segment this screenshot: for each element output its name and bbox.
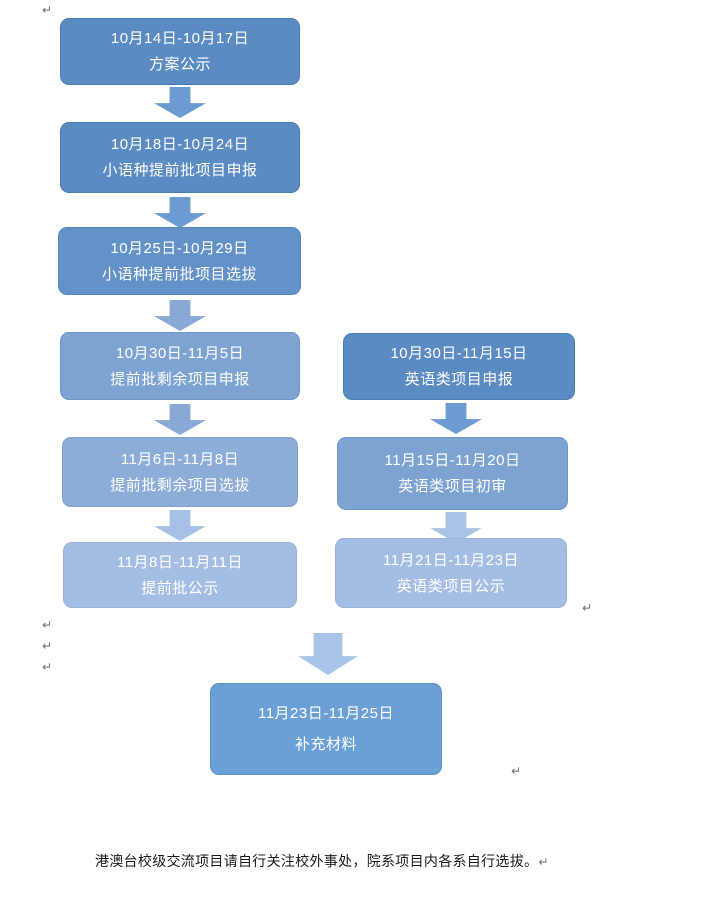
- down-arrow-icon: [154, 300, 206, 331]
- flow-step-supplementary-materials: 11月23日-11月25日 补充材料: [210, 683, 442, 775]
- step-label: 小语种提前批项目申报: [102, 162, 258, 179]
- step-label: 小语种提前批项目选拔: [101, 265, 257, 283]
- down-arrow-icon: [154, 87, 206, 118]
- down-arrow-icon: [154, 197, 206, 228]
- step-label: 方案公示: [148, 56, 211, 73]
- step-label: 英语类项目申报: [404, 371, 514, 388]
- step-date: 11月15日-11月20日: [384, 452, 521, 469]
- paragraph-mark-icon: ↵: [582, 601, 593, 615]
- step-date: 10月18日-10月24日: [110, 136, 250, 153]
- step-date: 10月30日-11月15日: [390, 345, 528, 362]
- flow-step-early-remaining-select: 11月6日-11月8日 提前批剩余项目选拔: [62, 437, 298, 507]
- step-date: 11月6日-11月8日: [120, 450, 240, 468]
- down-arrow-icon: [430, 403, 482, 434]
- down-arrow-icon: [154, 510, 206, 541]
- step-date: 10月14日-10月17日: [110, 30, 250, 47]
- flow-step-minor-language-select: 10月25日-10月29日 小语种提前批项目选拔: [58, 227, 301, 295]
- paragraph-mark-icon: ↵: [511, 764, 522, 778]
- step-date: 10月25日-10月29日: [110, 239, 249, 257]
- paragraph-mark-icon: ↵: [42, 639, 53, 653]
- paragraph-mark-icon: ↵: [42, 618, 53, 632]
- flow-step-english-apply: 10月30日-11月15日 英语类项目申报: [343, 333, 575, 400]
- paragraph-mark-icon: ↵: [42, 660, 53, 674]
- down-arrow-icon: [154, 404, 206, 435]
- step-label: 提前批剩余项目申报: [110, 370, 250, 388]
- step-label: 提前批公示: [141, 579, 219, 597]
- step-date: 11月8日-11月11日: [116, 553, 244, 571]
- paragraph-mark-icon: ↵: [42, 3, 53, 17]
- caption-sentence: 港澳台校级交流项目请自行关注校外事处，院系项目内各系自行选拔。: [95, 853, 539, 869]
- flow-step-early-remaining-apply: 10月30日-11月5日 提前批剩余项目申报: [60, 332, 300, 400]
- caption-text: 港澳台校级交流项目请自行关注校外事处，院系项目内各系自行选拔。↵: [95, 851, 549, 871]
- step-label: 英语类项目公示: [396, 577, 506, 595]
- down-arrow-icon: [298, 633, 358, 675]
- flow-step-english-review: 11月15日-11月20日 英语类项目初审: [337, 437, 568, 510]
- paragraph-mark-icon: ↵: [538, 855, 549, 869]
- step-label: 英语类项目初审: [398, 478, 507, 495]
- flow-step-english-publicity: 11月21日-11月23日 英语类项目公示: [335, 538, 567, 608]
- flow-step-minor-language-apply: 10月18日-10月24日 小语种提前批项目申报: [60, 122, 300, 193]
- step-label: 补充材料: [294, 736, 357, 753]
- step-label: 提前批剩余项目选拔: [110, 476, 250, 494]
- flow-step-early-publicity: 11月8日-11月11日 提前批公示: [63, 542, 297, 608]
- step-date: 11月21日-11月23日: [382, 551, 519, 569]
- step-date: 10月30日-11月5日: [115, 344, 245, 362]
- step-date: 11月23日-11月25日: [257, 705, 394, 722]
- flow-step-plan-publicity: 10月14日-10月17日 方案公示: [60, 18, 300, 85]
